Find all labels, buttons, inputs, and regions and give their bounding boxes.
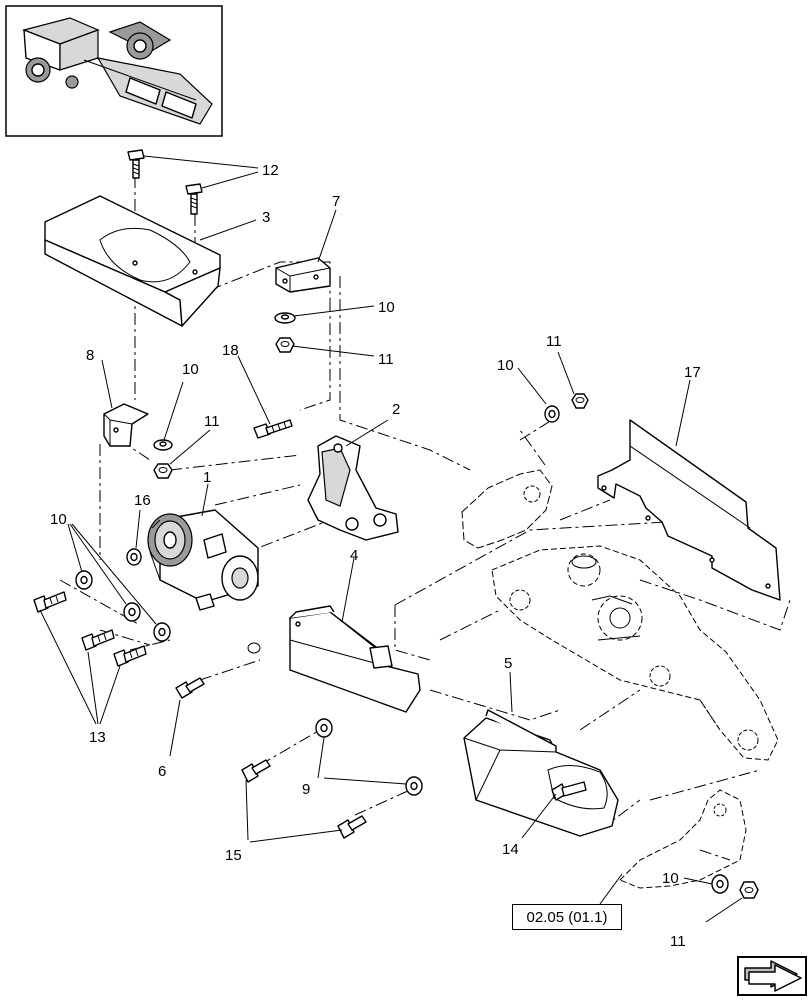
ghost-lower-bracket [619, 789, 747, 889]
callout-10: 10 [182, 361, 199, 378]
callout-leader-lines [39, 155, 743, 923]
part-long-heat-shield-17 [597, 419, 781, 601]
thumbnail-engine-illustration [22, 17, 213, 125]
part-washer-nut-lower-right [711, 874, 759, 899]
part-washer-16 [126, 548, 142, 566]
callout-7: 7 [332, 193, 340, 210]
callout-2: 2 [392, 401, 400, 418]
callout-labels: 12 3 7 10 11 8 10 11 18 2 1 16 10 13 6 4… [50, 162, 701, 950]
part-washers-9 [315, 718, 423, 796]
part-bolt-18 [253, 419, 293, 439]
part-compressor-mount-bracket [307, 435, 399, 541]
part-washer-nut-upper-right [544, 393, 589, 423]
callout-17: 17 [684, 364, 701, 381]
callout-5: 5 [504, 655, 512, 672]
callout-11: 11 [204, 413, 220, 430]
part-lower-heat-shield-5 [463, 709, 619, 837]
callout-10: 10 [50, 511, 67, 528]
callout-6: 6 [158, 763, 166, 780]
part-bracket-8 [103, 403, 149, 447]
part-washer-nut-upper [274, 312, 296, 353]
callout-10: 10 [497, 357, 514, 374]
part-bolts-12 [127, 149, 203, 215]
cross-reference-link[interactable]: 02.05 (01.1) [512, 904, 622, 930]
part-bolt-6 [175, 677, 205, 699]
callout-16: 16 [134, 492, 151, 509]
part-ac-compressor [147, 509, 259, 611]
callout-15: 15 [225, 847, 242, 864]
callout-1: 1 [203, 469, 211, 486]
callout-11: 11 [670, 933, 686, 950]
callout-4: 4 [350, 547, 358, 564]
callout-9: 9 [302, 781, 310, 798]
callout-8: 8 [86, 347, 94, 364]
callout-18: 18 [222, 342, 239, 359]
callout-10: 10 [378, 299, 395, 316]
next-page-button[interactable] [737, 956, 807, 996]
callout-14: 14 [502, 841, 519, 858]
locator-thumbnail [5, 5, 223, 137]
part-bolts-13 [33, 591, 147, 667]
part-bracket-7 [275, 257, 331, 293]
part-washer-nut-left [153, 439, 173, 479]
part-spacer-ghost [247, 642, 261, 654]
part-washers-lower-left [75, 570, 171, 642]
callout-13: 13 [89, 729, 106, 746]
engine-assembly-ghost [461, 469, 779, 761]
callout-12: 12 [262, 162, 279, 179]
next-page-arrow-icon [744, 960, 802, 992]
callout-11: 11 [378, 351, 394, 368]
callout-11: 11 [546, 333, 562, 350]
callout-3: 3 [262, 209, 270, 226]
part-upper-heat-shield [44, 195, 221, 327]
part-bolts-15 [241, 759, 367, 839]
part-lower-heat-shield-4 [289, 605, 421, 713]
callout-10: 10 [662, 870, 679, 887]
